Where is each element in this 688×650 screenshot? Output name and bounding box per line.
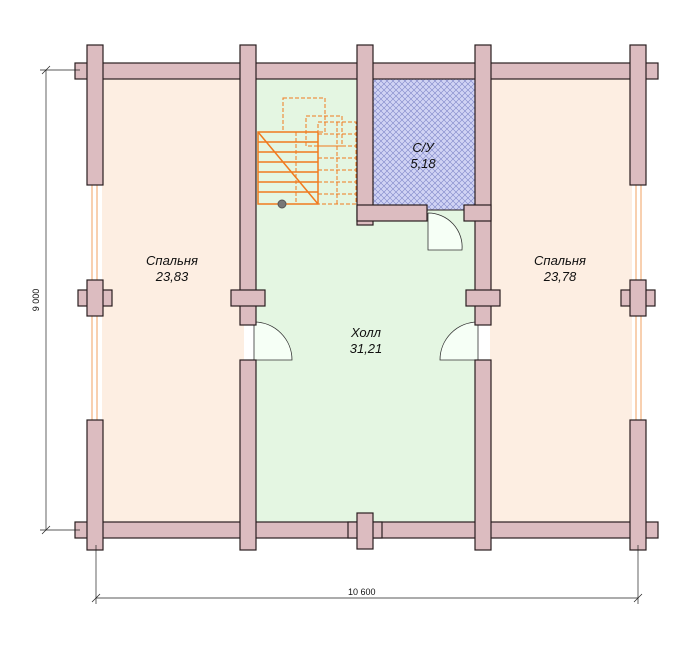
room-label-hall: Холл 31,21 (316, 325, 416, 357)
hall-floor (256, 205, 476, 523)
room-area: 23,78 (543, 269, 577, 284)
room-area: 23,83 (155, 269, 189, 284)
room-name: Спальня (146, 253, 198, 268)
room-area: 31,21 (349, 341, 383, 356)
room-label-bedroom-right: Спальня 23,78 (510, 253, 610, 285)
width-dimension-label: 10 600 (348, 587, 376, 597)
dimension-lines (40, 65, 643, 604)
room-area: 5,18 (410, 156, 436, 171)
door-bedroom-left (253, 321, 293, 361)
bathroom-floor (372, 77, 478, 211)
room-name: С/У (412, 140, 434, 155)
doors (253, 212, 479, 361)
room-name: Спальня (534, 253, 586, 268)
bedroom-right-floor (490, 78, 632, 523)
room-name: Холл (351, 325, 381, 340)
bedroom-left-floor (102, 78, 244, 523)
staircase (257, 97, 357, 209)
height-dimension-label: 9 000 (31, 288, 41, 312)
door-bathroom (427, 212, 463, 251)
room-label-bathroom: С/У 5,18 (385, 140, 461, 172)
room-label-bedroom-left: Спальня 23,83 (122, 253, 222, 285)
door-bedroom-right (439, 321, 479, 361)
